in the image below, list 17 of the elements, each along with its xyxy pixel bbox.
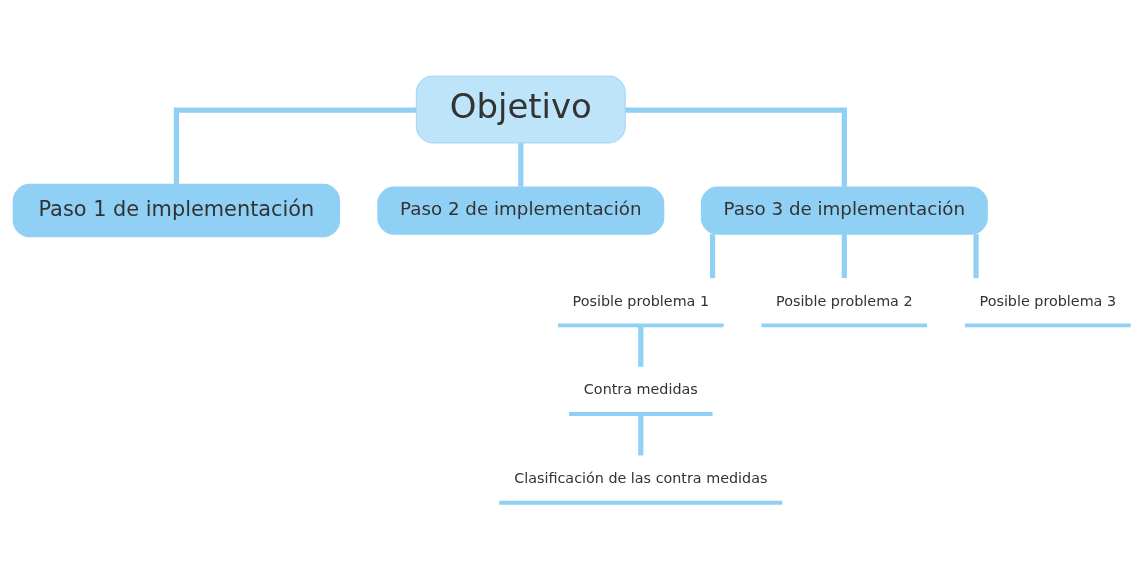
node-text: Posible problema 2 xyxy=(776,292,913,309)
node-box: Paso 3 de implementación xyxy=(700,186,988,235)
connector xyxy=(841,234,847,279)
connector xyxy=(973,234,979,279)
node-text: Contra medidas xyxy=(583,381,698,398)
node-box: Paso 1 de implementación xyxy=(12,183,341,238)
node-text: Clasificación de las contra medidas xyxy=(514,469,768,486)
node-box: Paso 2 de implementación xyxy=(377,186,665,235)
node-text: Posible problema 3 xyxy=(979,292,1117,309)
connector xyxy=(709,234,716,279)
node-text: Posible problema 1 xyxy=(572,292,710,309)
node-box: Objetivo xyxy=(415,75,626,144)
connector xyxy=(518,143,524,187)
connector xyxy=(173,107,417,185)
connector xyxy=(638,325,644,367)
connector xyxy=(638,414,644,456)
connector xyxy=(625,107,847,187)
